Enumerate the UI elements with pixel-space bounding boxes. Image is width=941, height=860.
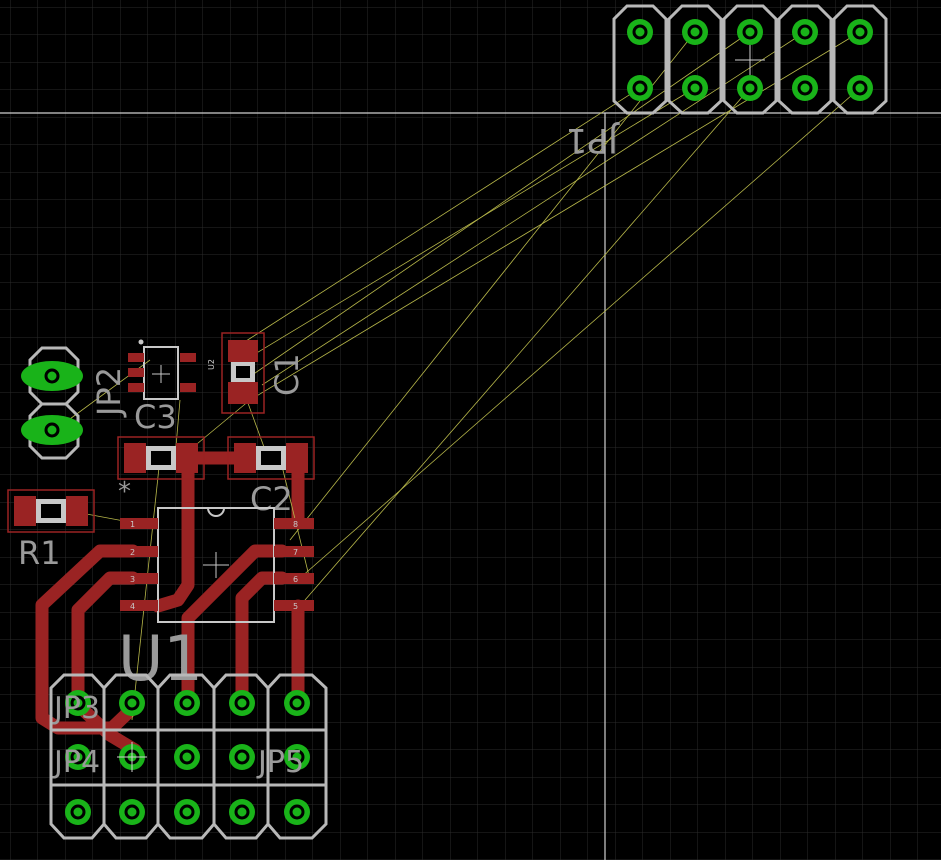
u1-pin-1: 1 bbox=[130, 520, 135, 529]
jp1-label: JP1 bbox=[566, 120, 620, 160]
u1-pin-4: 4 bbox=[130, 602, 135, 611]
jp3-label: JP3 bbox=[52, 691, 100, 726]
c3-label: C3 bbox=[134, 398, 177, 436]
r1-resistor[interactable] bbox=[7, 489, 95, 533]
r1-label: R1 bbox=[18, 534, 61, 572]
u1-chip[interactable] bbox=[120, 507, 314, 623]
jp5-label: JP5 bbox=[256, 745, 304, 780]
jp1-header[interactable] bbox=[612, 4, 888, 115]
u1-pin-3: 3 bbox=[130, 575, 135, 584]
jp4-label: JP4 bbox=[52, 745, 100, 780]
u1-pin-8: 8 bbox=[293, 520, 298, 529]
c1-capacitor[interactable] bbox=[221, 332, 265, 414]
jp2-label: JP2 bbox=[90, 367, 128, 418]
c1-label: C1 bbox=[268, 353, 306, 396]
u1-pin-7: 7 bbox=[293, 548, 298, 557]
c2-label: C2 bbox=[250, 480, 293, 518]
bottom-headers[interactable] bbox=[49, 673, 328, 840]
jp2-header[interactable] bbox=[21, 346, 83, 460]
u1-pin1-marker: * bbox=[118, 477, 131, 507]
c3-capacitor[interactable] bbox=[117, 436, 205, 480]
u1-pin-6: 6 bbox=[293, 575, 298, 584]
c2-capacitor[interactable] bbox=[227, 436, 315, 480]
u1-pin-2: 2 bbox=[130, 548, 135, 557]
u2-label: U2 bbox=[207, 359, 216, 370]
u1-pin-5: 5 bbox=[293, 602, 298, 611]
u1-label: U1 bbox=[118, 622, 203, 695]
board-outline bbox=[0, 112, 941, 860]
u2-chip[interactable] bbox=[128, 339, 196, 400]
